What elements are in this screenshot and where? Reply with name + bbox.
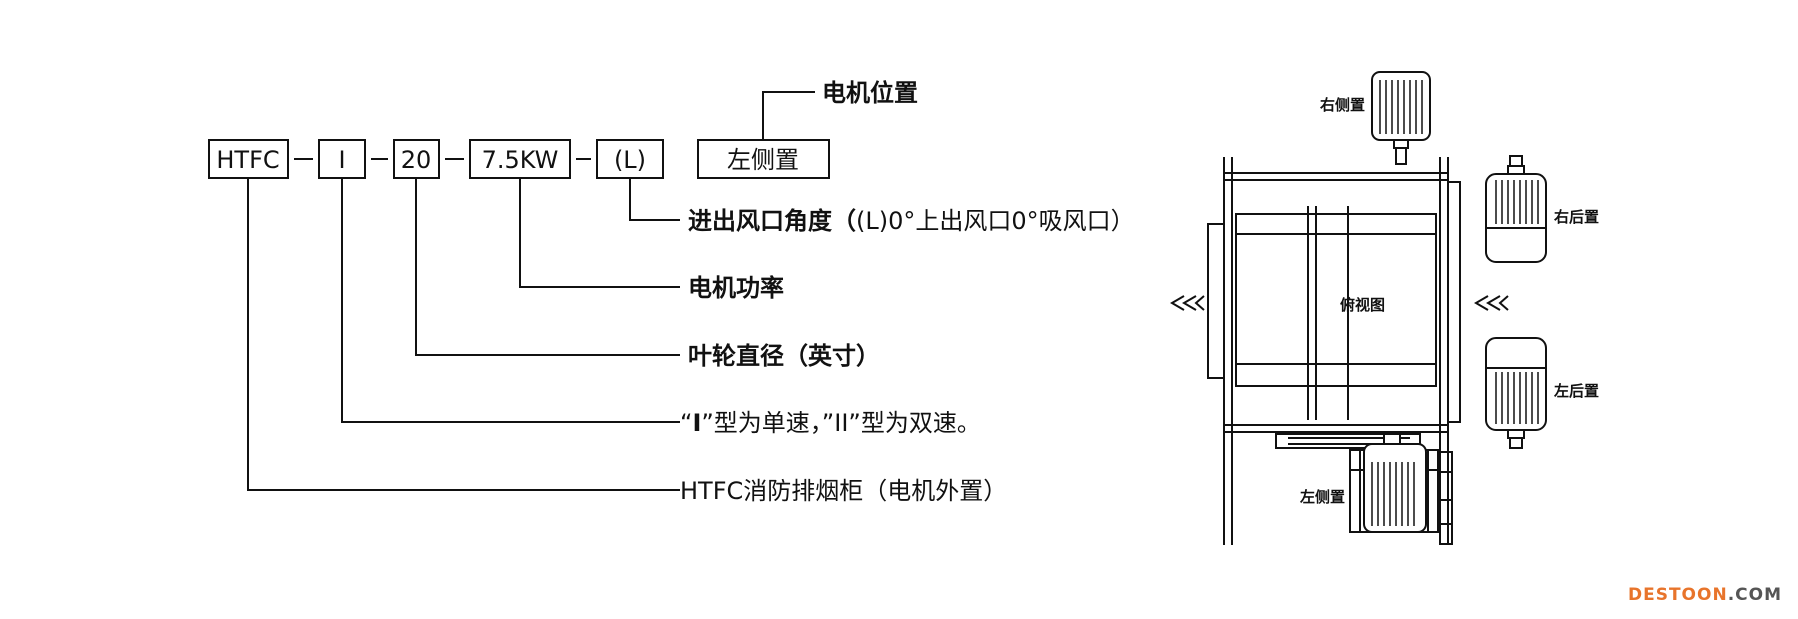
legend-angle-label: 进出风口角度（ [688, 207, 856, 235]
label-right-side: 右侧置 [1320, 96, 1365, 114]
watermark-part1: DESTOON [1627, 585, 1728, 605]
code-series-text: HTFC [216, 146, 279, 174]
motor-right-side [1371, 71, 1431, 165]
watermark: DESTOON.COM [1628, 585, 1782, 605]
label-top-view: 俯视图 [1340, 296, 1385, 314]
position-title: 电机位置 [822, 79, 918, 107]
code-angle-text: (L) [614, 146, 646, 174]
outlet-arrow-icon [1170, 295, 1205, 311]
inlet-arrow-icon [1474, 295, 1509, 311]
watermark-part2: .COM [1727, 585, 1782, 605]
position-box-text: 左侧置 [727, 146, 799, 174]
legend-speed-i: I [692, 409, 701, 437]
legend-speed-pre: “ [680, 409, 692, 437]
label-right-rear: 右后置 [1554, 208, 1599, 226]
code-power-text: 7.5KW [482, 146, 559, 174]
leader-speed [341, 178, 680, 423]
motor-left-rear [1485, 337, 1547, 449]
leader-lines [247, 178, 680, 491]
code-impeller-text: 20 [401, 146, 432, 174]
legend-product: HTFC消防排烟柜（电机外置） [680, 477, 1007, 505]
legend-impeller: 叶轮直径（英寸） [688, 342, 880, 370]
label-left-side: 左侧置 [1299, 488, 1345, 506]
inlet-flange [1447, 181, 1461, 423]
leader-impeller [415, 178, 680, 356]
leader-angle [629, 178, 680, 221]
legend-angle-detail: (L)0°上出风口0°吸风口） [856, 207, 1135, 235]
code-speed-text: I [338, 146, 345, 174]
legend-speed: “I”型为单速，”II”型为双速。 [680, 409, 981, 437]
leader-power [519, 178, 680, 288]
motor-right-rear [1485, 155, 1547, 263]
outlet-flange [1207, 223, 1225, 379]
legend-speed-post: ”型为单速，”II”型为双速。 [701, 409, 980, 437]
motor-left-side [1363, 433, 1427, 533]
position-leader [762, 91, 815, 140]
legend-power: 电机功率 [688, 274, 784, 302]
legend-angle: 进出风口角度（(L)0°上出风口0°吸风口） [688, 207, 1135, 235]
housing [1235, 213, 1437, 387]
top-view-drawing [1207, 157, 1461, 545]
base-plate [1275, 433, 1421, 449]
label-left-rear: 左后置 [1553, 382, 1599, 400]
leader-series [247, 178, 680, 491]
